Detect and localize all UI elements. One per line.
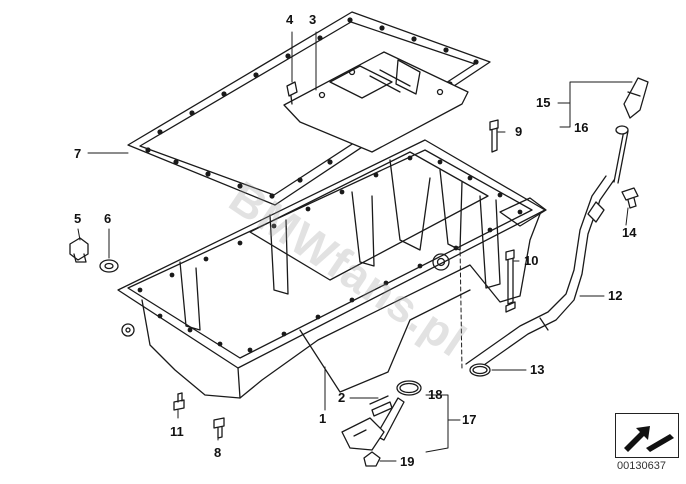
callout-7[interactable]: 7 <box>74 146 82 161</box>
drain-plug <box>69 237 89 263</box>
callout-18[interactable]: 18 <box>428 387 443 402</box>
bolt-11 <box>173 392 185 411</box>
callout-1[interactable]: 1 <box>319 411 327 426</box>
oil-pan-housing <box>117 139 547 399</box>
arrow-icon <box>624 426 674 452</box>
callout-19[interactable]: 19 <box>400 454 415 469</box>
dipstick-guide-tube <box>465 175 615 373</box>
callout-leader-lines <box>77 31 633 462</box>
oil-dipstick <box>613 77 649 184</box>
oil-pickup-assembly <box>341 380 422 467</box>
bolt-9 <box>489 119 499 153</box>
callout-4[interactable]: 4 <box>286 12 294 27</box>
bolt-8 <box>213 417 225 439</box>
bolt-10 <box>505 249 516 313</box>
callout-5[interactable]: 5 <box>74 211 82 226</box>
callout-2[interactable]: 2 <box>338 390 346 405</box>
callout-14[interactable]: 14 <box>622 225 637 240</box>
callout-15[interactable]: 15 <box>536 95 551 110</box>
callout-10[interactable]: 10 <box>524 253 539 268</box>
navigation-arrow-badge[interactable] <box>615 413 679 458</box>
sealing-washer <box>99 259 119 273</box>
bolt-4 <box>286 81 298 105</box>
oil-baffle-plate <box>283 51 469 153</box>
bolt-14 <box>621 187 639 209</box>
callout-8[interactable]: 8 <box>214 445 222 460</box>
callout-17[interactable]: 17 <box>462 412 477 427</box>
callout-6[interactable]: 6 <box>104 211 112 226</box>
callout-3[interactable]: 3 <box>309 12 317 27</box>
document-id: 00130637 <box>617 460 666 472</box>
callout-11[interactable]: 11 <box>170 424 184 439</box>
callout-13[interactable]: 13 <box>530 362 545 377</box>
callout-9[interactable]: 9 <box>515 124 523 139</box>
callout-16[interactable]: 16 <box>574 120 589 135</box>
callout-12[interactable]: 12 <box>608 288 623 303</box>
o-ring-13 <box>469 363 491 377</box>
